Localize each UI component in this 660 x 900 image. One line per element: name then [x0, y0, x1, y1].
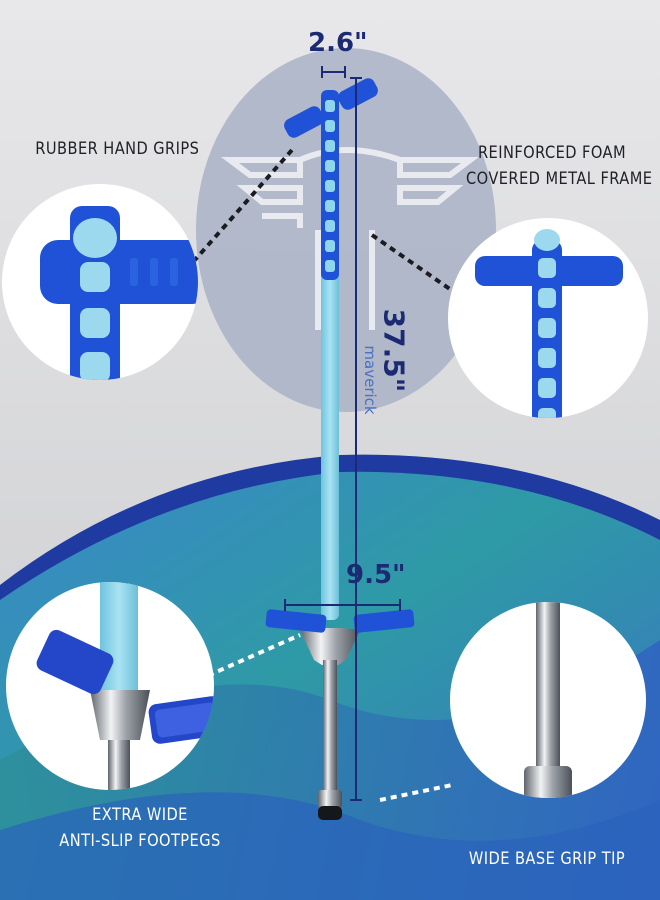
right-handle-grip [338, 78, 378, 110]
rubber-tip [318, 806, 342, 820]
logo-watermark-icon [221, 147, 479, 330]
grip-tip-label: WIDE BASE GRIP TIP [468, 849, 626, 869]
logo-oval [196, 48, 496, 412]
detail-hand-grips [2, 184, 198, 380]
pole-grip-notches [325, 100, 335, 272]
chrome-shaft [323, 660, 337, 790]
dimension-lines [284, 66, 401, 801]
detail-footpegs [6, 582, 214, 790]
pole-brand-text: maverick [361, 345, 379, 414]
pogo-stick: maverick [265, 78, 415, 820]
footpegs-label-line1: EXTRA WIDE [92, 805, 188, 825]
foam-frame-label-line1: REINFORCED FOAM [477, 143, 627, 163]
right-footpeg [353, 609, 415, 633]
footpegs-label: EXTRA WIDE ANTI-SLIP FOOTPEGS [54, 802, 226, 855]
hill-wave-low [0, 792, 660, 900]
detail-foam-frame [448, 218, 648, 418]
hand-grips-label: RUBBER HAND GRIPS [35, 139, 200, 159]
handle-width-dimension: 2.6" [308, 28, 368, 58]
foam-frame-label: REINFORCED FOAM COVERED METAL FRAME [466, 140, 653, 193]
callout-lines-dark [184, 148, 482, 312]
footpeg-bracket [300, 628, 360, 665]
callout-lines-light [197, 633, 453, 802]
foam-frame-label-line2: COVERED METAL FRAME [466, 169, 653, 190]
base-collar [318, 790, 342, 808]
detail-grip-tip [450, 602, 646, 798]
left-footpeg [265, 609, 327, 633]
height-dimension: 37.5" [377, 308, 411, 393]
left-handle-grip [284, 106, 324, 138]
footpegs-label-line2: ANTI-SLIP FOOTPEGS [59, 831, 221, 852]
footpeg-span-dimension: 9.5" [346, 560, 406, 590]
